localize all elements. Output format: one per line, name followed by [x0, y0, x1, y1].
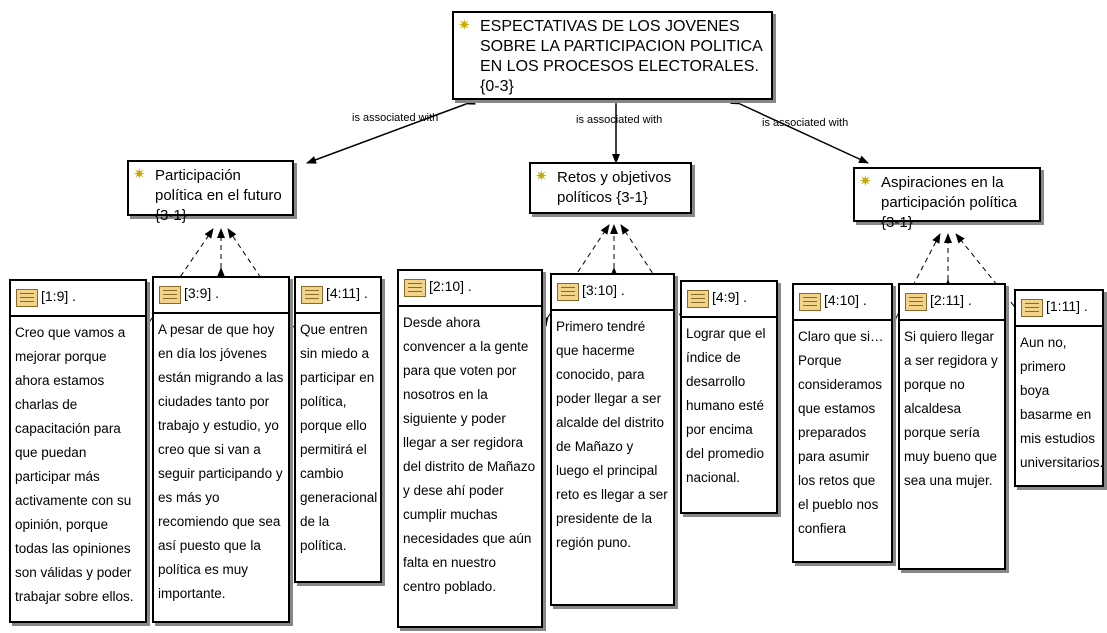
code-icon: ✷	[133, 166, 146, 183]
quote-node-1-11[interactable]: [1:11] . Aun no, primero boya basarme en…	[1014, 289, 1104, 487]
quote-ref: [3:10] .	[582, 282, 625, 298]
quote-text: Primero tendré que hacerme conocido, par…	[556, 319, 668, 550]
quotation-icon	[404, 279, 426, 297]
quote-ref: [4:11] .	[326, 285, 368, 301]
quote-text: Que entren sin miedo a participar en pol…	[300, 322, 378, 553]
quote-header: [4:11] .	[296, 278, 380, 314]
quote-node-2-11[interactable]: [2:11] . Si quiero llegar a ser regidora…	[898, 283, 1006, 570]
code-label: Aspiraciones en la participación polític…	[881, 174, 1017, 231]
code-icon: ✷	[859, 173, 872, 190]
quote-text: A pesar de que hoy en día los jóvenes es…	[158, 322, 284, 601]
quote-node-3-9[interactable]: [3:9] . A pesar de que hoy en día los jó…	[152, 276, 290, 623]
edge-code3-q9	[955, 233, 1023, 316]
quotation-icon	[557, 283, 579, 301]
quote-ref: [4:10] .	[824, 292, 867, 308]
quote-text: Desde ahora convencer a la gente para qu…	[403, 315, 536, 594]
quote-text: Si quiero llegar a ser regidora y porque…	[904, 329, 998, 488]
quote-node-3-10[interactable]: [3:10] . Primero tendré que hacerme cono…	[550, 273, 675, 606]
quote-header: [2:10] .	[399, 271, 541, 307]
quote-ref: [2:10] .	[429, 278, 472, 294]
quote-node-4-10[interactable]: [4:10] . Claro que si… Porque consideram…	[792, 283, 893, 563]
quotation-icon	[16, 289, 38, 307]
quote-ref: [1:9] .	[41, 288, 77, 304]
quotation-icon	[1021, 299, 1043, 317]
quote-header: [1:9] .	[11, 281, 145, 317]
quote-header: [1:11] .	[1016, 291, 1102, 327]
quote-node-4-11[interactable]: [4:11] . Que entren sin miedo a particip…	[294, 276, 382, 583]
quote-header: [3:10] .	[552, 275, 673, 311]
quote-text: Aun no, primero boya basarme en mis estu…	[1020, 335, 1104, 470]
code-label: Retos y objetivos políticos {3-1}	[557, 169, 672, 206]
quote-header: [4:10] .	[794, 285, 891, 321]
quote-header: [3:9] .	[154, 278, 288, 314]
code-node-participacion[interactable]: ✷ Participación política en el futuro {3…	[127, 160, 294, 224]
quote-text: Claro que si… Porque consideramos que es…	[798, 329, 884, 536]
quote-text: Creo que vamos a mejorar porque ahora es…	[15, 325, 134, 604]
code-icon: ✷	[458, 17, 471, 34]
quote-node-1-9[interactable]: [1:9] . Creo que vamos a mejorar porque …	[9, 279, 147, 623]
quotation-icon	[905, 293, 927, 311]
quote-text: Lograr que el índice de desarrollo human…	[686, 326, 766, 485]
quote-ref: [4:9] .	[712, 289, 748, 305]
quotation-icon	[159, 286, 181, 304]
edge-main-code1	[306, 97, 476, 164]
quotation-icon	[799, 293, 821, 311]
main-code-label: ESPECTATIVAS DE LOS JOVENES SOBRE LA PAR…	[480, 18, 762, 95]
edge-main-code3	[730, 96, 869, 164]
quote-header: [2:11] .	[900, 285, 1004, 321]
quotation-icon	[687, 290, 709, 308]
quote-ref: [3:9] .	[184, 285, 220, 301]
code-icon: ✷	[535, 168, 548, 185]
edge-label-1: is associated with	[352, 112, 439, 124]
edge-label-3: is associated with	[762, 117, 849, 129]
edge-code3-q7	[888, 233, 941, 328]
main-code-node[interactable]: ✷ ESPECTATIVAS DE LOS JOVENES SOBRE LA P…	[452, 11, 773, 100]
quote-node-2-10[interactable]: [2:10] . Desde ahora convencer a la gent…	[397, 269, 543, 628]
quote-node-4-9[interactable]: [4:9] . Lograr que el índice de desarrol…	[680, 280, 778, 514]
code-label: Participación política en el futuro {3-1…	[155, 167, 282, 224]
quote-ref: [1:11] .	[1046, 298, 1088, 314]
edge-label-2: is associated with	[576, 114, 663, 126]
quotation-icon	[301, 286, 323, 304]
quote-header: [4:9] .	[682, 282, 776, 318]
code-node-aspiraciones[interactable]: ✷ Aspiraciones en la participación polít…	[853, 167, 1041, 231]
code-node-retos[interactable]: ✷ Retos y objetivos políticos {3-1}	[529, 162, 692, 214]
quote-ref: [2:11] .	[930, 292, 972, 308]
